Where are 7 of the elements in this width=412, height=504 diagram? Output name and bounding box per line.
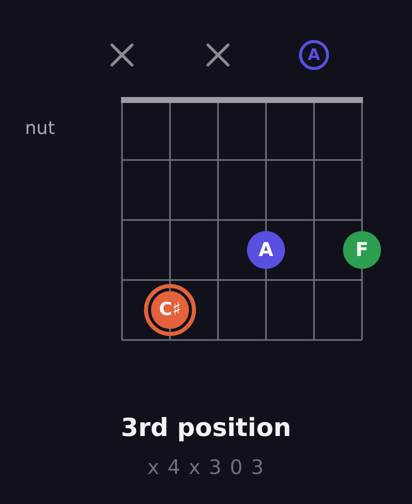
note-dot: F	[343, 231, 381, 269]
root-note-dot: C♯	[144, 284, 196, 336]
fingering-text: x 4 x 3 0 3	[147, 455, 265, 479]
nut-label: nut	[25, 118, 55, 139]
open-string-ring: A	[299, 40, 329, 70]
note-dot: A	[247, 231, 285, 269]
position-caption: 3rd position	[120, 413, 292, 442]
